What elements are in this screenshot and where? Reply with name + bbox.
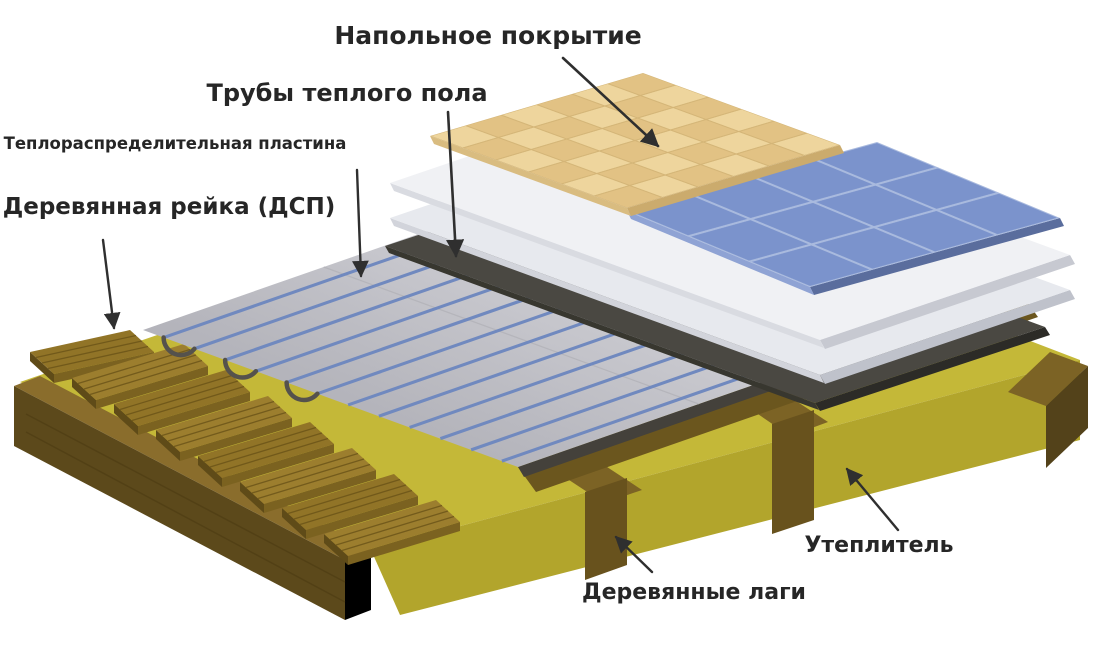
tile-top	[627, 142, 1060, 287]
label-insulation: Утеплитель	[804, 533, 953, 558]
arrow-wood-batten	[101, 238, 121, 330]
pipe-u-turn	[222, 357, 259, 380]
parquet-covering	[430, 73, 844, 216]
battens-group	[30, 330, 460, 565]
arrow-insulation	[845, 467, 900, 532]
arrow-wood-joists	[614, 535, 654, 574]
batten-front	[222, 444, 334, 487]
label-wood-joists: Деревянные лаги	[582, 580, 806, 605]
batten-front	[180, 418, 292, 461]
annotations: Напольное покрытие Трубы теплого пола Те…	[3, 21, 954, 605]
batten-end	[30, 352, 54, 383]
pipe-u-turn	[161, 335, 197, 358]
batten-front	[138, 392, 250, 435]
batten-front	[306, 496, 418, 539]
batten-front	[54, 352, 154, 383]
batten-end	[324, 534, 348, 565]
batten-end	[156, 430, 180, 461]
batten-end	[198, 456, 222, 487]
label-heating-pipes: Трубы теплого пола	[206, 79, 487, 107]
arrow-floor-covering	[561, 56, 660, 148]
tile-covering	[627, 142, 1064, 295]
batten-front	[348, 522, 460, 565]
batten-end	[240, 482, 264, 513]
label-heat-plate: Теплораспределительная пластина	[4, 134, 347, 153]
parquet-top	[430, 73, 840, 208]
front-joist-beam	[14, 376, 371, 620]
insulation-front-face	[371, 360, 1080, 615]
batten-end	[114, 404, 138, 435]
arrow-heating-pipes	[446, 110, 465, 258]
pipe-u-turn	[284, 380, 320, 403]
label-floor-covering: Напольное покрытие	[334, 21, 641, 50]
batten-end	[282, 508, 306, 539]
batten-front	[264, 470, 376, 513]
corner-joist-side	[1046, 366, 1088, 468]
corner-joist-top	[1008, 352, 1088, 406]
batten-end	[72, 378, 96, 409]
label-wood-batten: Деревянная рейка (ДСП)	[3, 194, 336, 220]
batten-front	[96, 366, 208, 409]
arrow-heat-plate	[352, 168, 369, 278]
